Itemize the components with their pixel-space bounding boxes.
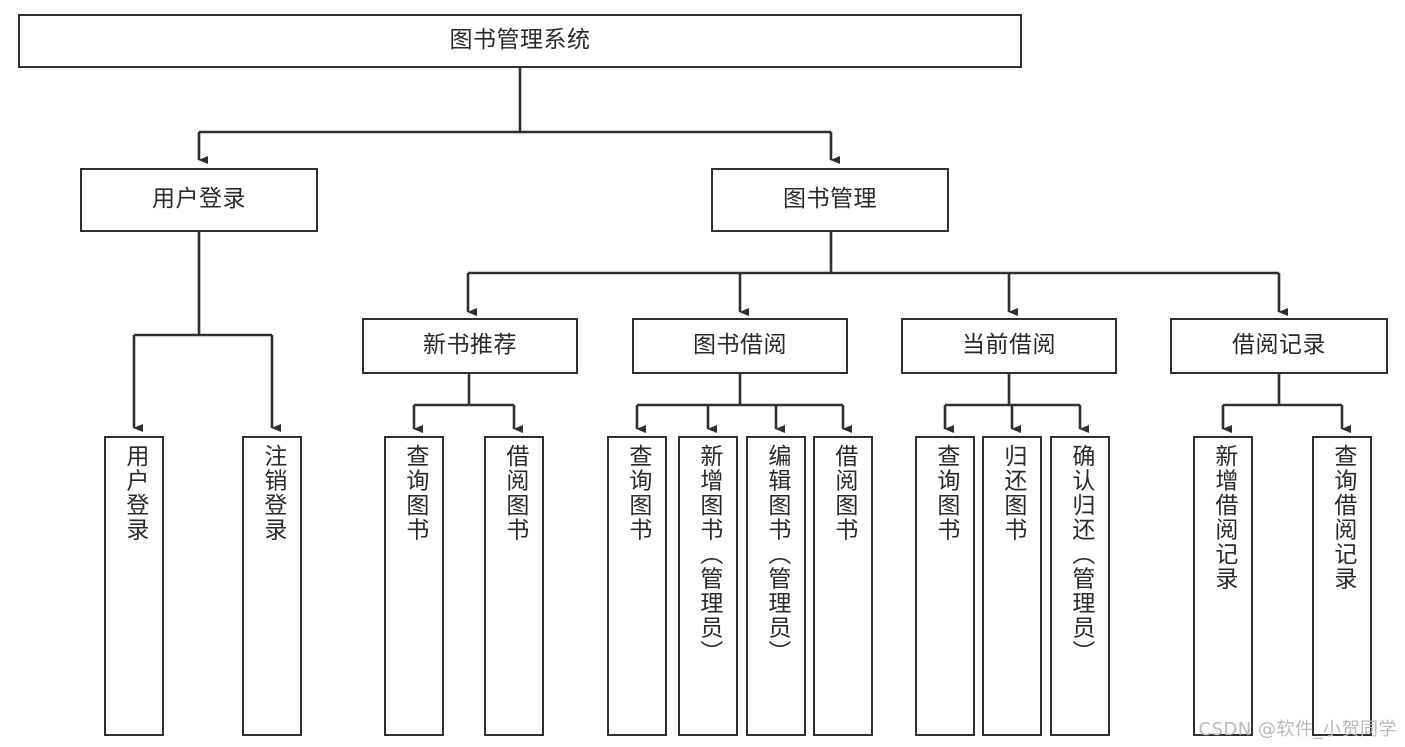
leaf-query-book-recommend[interactable]: 查询图书 [384,436,444,736]
node-borrow-records-label: 借阅记录 [1232,332,1326,359]
node-book-borrow-label: 图书借阅 [693,332,787,359]
leaf-query-borrow-record-label: 查询借阅记录 [1329,444,1356,591]
leaf-query-book-recommend-label: 查询图书 [401,444,428,542]
leaf-confirm-return-admin-label: 确认归还（管理员） [1067,444,1094,665]
leaf-add-borrow-record[interactable]: 新增借阅记录 [1193,436,1253,736]
leaf-user-login[interactable]: 用户登录 [104,436,164,736]
leaf-logout[interactable]: 注销登录 [242,436,302,736]
leaf-query-book-current-label: 查询图书 [932,444,959,542]
leaf-return-book[interactable]: 归还图书 [982,436,1042,736]
leaf-confirm-return-admin[interactable]: 确认归还（管理员） [1050,436,1110,736]
leaf-add-borrow-record-label: 新增借阅记录 [1210,444,1237,591]
leaf-user-login-label: 用户登录 [121,444,148,542]
node-current-borrow[interactable]: 当前借阅 [901,318,1117,374]
leaf-edit-book-admin-label: 编辑图书（管理员） [763,444,790,665]
leaf-query-book-current[interactable]: 查询图书 [915,436,975,736]
node-book-management[interactable]: 图书管理 [711,168,949,232]
leaf-borrow-book[interactable]: 借阅图书 [813,436,873,736]
leaf-query-book-borrow[interactable]: 查询图书 [607,436,667,736]
leaf-query-book-borrow-label: 查询图书 [624,444,651,542]
node-root[interactable]: 图书管理系统 [18,14,1022,68]
node-new-book-recommend[interactable]: 新书推荐 [362,318,578,374]
node-book-management-label: 图书管理 [783,186,877,213]
leaf-query-borrow-record[interactable]: 查询借阅记录 [1312,436,1372,736]
leaf-borrow-book-recommend[interactable]: 借阅图书 [484,436,544,736]
node-root-label: 图书管理系统 [449,27,591,54]
watermark-text: CSDN @软件_小贺同学 [1198,719,1397,740]
leaf-logout-label: 注销登录 [259,444,286,542]
node-borrow-records[interactable]: 借阅记录 [1170,318,1388,374]
leaf-edit-book-admin[interactable]: 编辑图书（管理员） [746,436,806,736]
leaf-return-book-label: 归还图书 [999,444,1026,542]
node-current-borrow-label: 当前借阅 [962,332,1056,359]
node-user-login-label: 用户登录 [152,186,246,213]
leaf-add-book-admin[interactable]: 新增图书（管理员） [678,436,738,736]
node-user-login[interactable]: 用户登录 [80,168,318,232]
leaf-add-book-admin-label: 新增图书（管理员） [695,444,722,665]
node-book-borrow[interactable]: 图书借阅 [632,318,848,374]
leaf-borrow-book-label: 借阅图书 [830,444,857,542]
node-new-book-recommend-label: 新书推荐 [423,332,517,359]
leaf-borrow-book-recommend-label: 借阅图书 [501,444,528,542]
